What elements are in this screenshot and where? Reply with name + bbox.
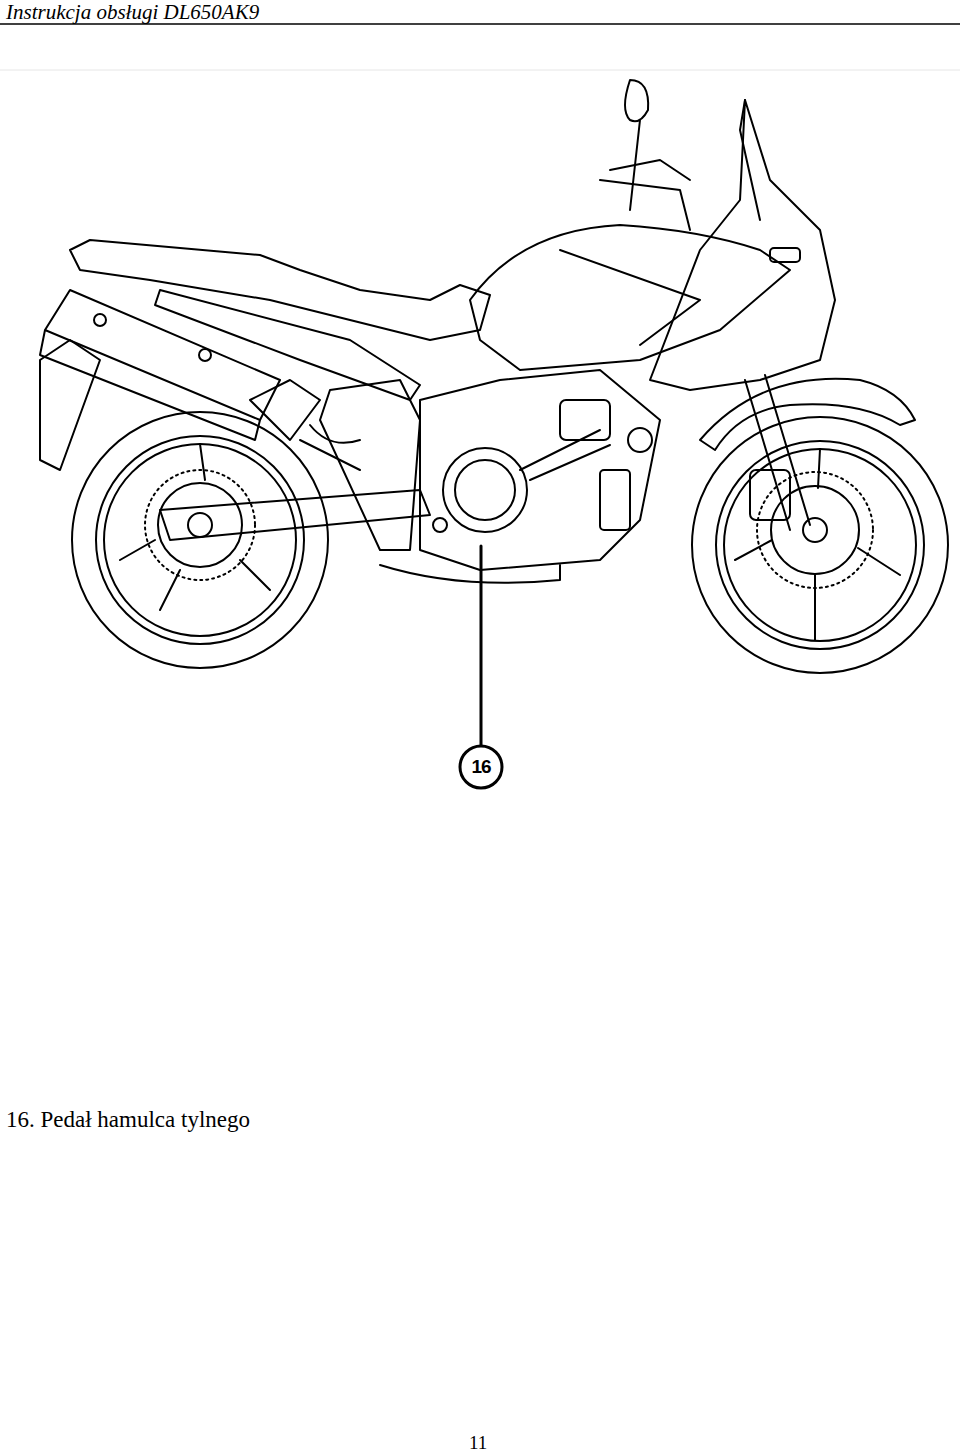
callout-number: 16 bbox=[458, 744, 504, 790]
front-fender bbox=[700, 379, 915, 450]
engine bbox=[380, 370, 660, 583]
figure-caption: 16. Pedał hamulca tylnego bbox=[6, 1107, 250, 1133]
frame-edge bbox=[0, 70, 960, 71]
fuel-tank bbox=[470, 225, 790, 370]
page-number: 11 bbox=[469, 1432, 487, 1454]
seat bbox=[70, 240, 490, 340]
mirror bbox=[625, 80, 648, 210]
rear-wheel bbox=[72, 412, 328, 668]
front-wheel bbox=[692, 417, 948, 673]
swingarm bbox=[160, 490, 430, 540]
callout-circle: 16 bbox=[458, 744, 504, 790]
running-header: Instrukcja obsługi DL650AK9 bbox=[6, 0, 259, 24]
frame bbox=[320, 380, 420, 550]
leader-line bbox=[480, 546, 483, 747]
handlebar bbox=[600, 160, 690, 230]
front-fork bbox=[745, 375, 810, 530]
fairing bbox=[650, 100, 835, 390]
